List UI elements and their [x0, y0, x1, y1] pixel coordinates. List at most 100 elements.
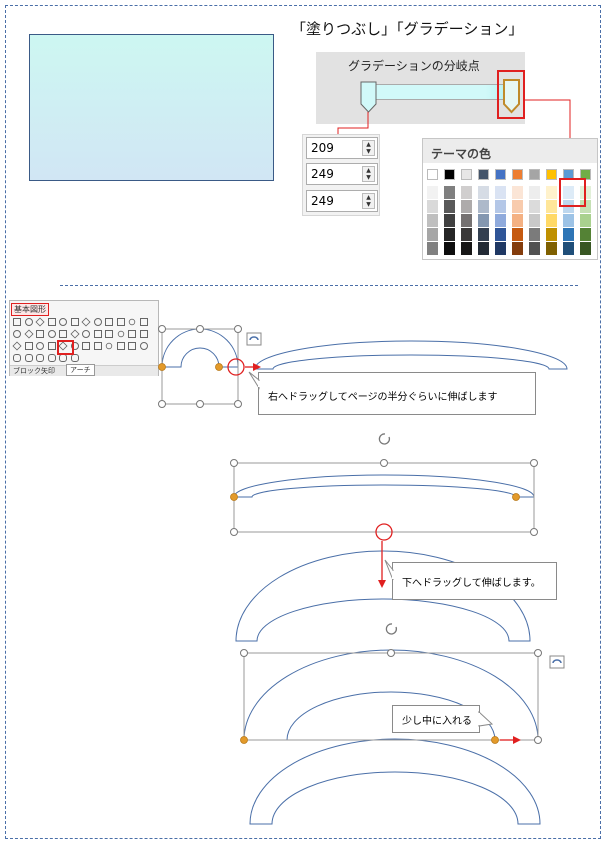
gradient-stop-right[interactable] — [503, 79, 520, 114]
shape-option-icon[interactable] — [116, 342, 125, 350]
shape-option-icon[interactable] — [139, 342, 148, 350]
sizing-handle[interactable] — [230, 528, 238, 536]
color-swatch[interactable] — [529, 200, 540, 213]
color-swatch[interactable] — [529, 214, 540, 227]
sizing-handle[interactable] — [230, 459, 238, 467]
color-swatch[interactable] — [512, 169, 523, 180]
color-swatch[interactable] — [427, 228, 438, 241]
sizing-handle[interactable] — [380, 459, 388, 467]
shape-option-icon[interactable] — [82, 342, 90, 350]
color-swatch[interactable] — [461, 228, 472, 241]
color-swatch[interactable] — [512, 186, 523, 199]
color-swatch[interactable] — [512, 214, 523, 227]
shape-option-icon[interactable] — [70, 318, 79, 326]
shape-option-icon[interactable] — [59, 318, 67, 326]
color-swatch[interactable] — [512, 242, 523, 255]
rotate-handle-icon[interactable] — [385, 623, 398, 635]
sizing-handle[interactable] — [196, 325, 204, 333]
layout-options-icon[interactable] — [549, 655, 565, 669]
color-swatch[interactable] — [580, 242, 591, 255]
shape-option-icon[interactable] — [36, 330, 44, 338]
color-swatch[interactable] — [563, 214, 574, 227]
adjust-handle[interactable] — [512, 493, 520, 501]
color-swatch[interactable] — [546, 228, 557, 241]
color-swatch[interactable] — [546, 169, 557, 180]
color-swatch[interactable] — [444, 214, 455, 227]
color-swatch[interactable] — [444, 186, 455, 199]
shape-option-icon[interactable] — [93, 318, 102, 326]
sizing-handle[interactable] — [234, 400, 242, 408]
shape-option-icon[interactable] — [13, 318, 21, 326]
shape-option-icon[interactable] — [93, 342, 102, 350]
color-swatch[interactable] — [478, 200, 489, 213]
shape-option-icon[interactable] — [36, 342, 44, 350]
shape-option-icon[interactable] — [24, 354, 33, 362]
adjust-handle[interactable] — [215, 363, 223, 371]
shape-option-icon[interactable] — [128, 330, 136, 338]
spin-arrows-icon[interactable]: ▲▼ — [362, 166, 375, 182]
color-swatch[interactable] — [563, 228, 574, 241]
color-swatch[interactable] — [478, 242, 489, 255]
shape-option-icon[interactable] — [139, 330, 148, 338]
sizing-handle[interactable] — [530, 528, 538, 536]
color-swatch[interactable] — [444, 169, 455, 180]
color-swatch[interactable] — [444, 228, 455, 241]
color-swatch[interactable] — [478, 186, 489, 199]
shape-option-icon[interactable] — [24, 318, 33, 326]
sizing-handle[interactable] — [234, 325, 242, 333]
color-swatch[interactable] — [461, 200, 472, 213]
color-swatch[interactable] — [427, 242, 438, 255]
adjust-handle[interactable] — [230, 493, 238, 501]
color-swatch[interactable] — [529, 186, 540, 199]
color-swatch[interactable] — [495, 214, 506, 227]
spin-arrows-icon[interactable]: ▲▼ — [362, 140, 375, 156]
adjust-handle[interactable] — [158, 363, 166, 371]
color-swatch[interactable] — [444, 242, 455, 255]
shape-option-icon[interactable] — [24, 342, 33, 350]
color-swatch[interactable] — [427, 200, 438, 213]
color-swatch[interactable] — [478, 228, 489, 241]
color-swatch[interactable] — [580, 228, 591, 241]
shape-option-icon[interactable] — [47, 354, 56, 362]
shape-option-icon[interactable] — [128, 342, 136, 350]
color-swatch[interactable] — [495, 228, 506, 241]
shape-option-icon[interactable] — [13, 330, 21, 338]
sizing-handle[interactable] — [158, 400, 166, 408]
color-swatch[interactable] — [563, 186, 574, 199]
color-swatch[interactable] — [563, 242, 574, 255]
color-swatch[interactable] — [529, 242, 540, 255]
shape-option-icon[interactable] — [105, 330, 113, 338]
shape-option-icon[interactable] — [93, 330, 102, 338]
adjust-handle[interactable] — [240, 736, 248, 744]
color-swatch[interactable] — [461, 186, 472, 199]
shape-option-icon[interactable] — [47, 318, 56, 326]
color-swatch[interactable] — [495, 200, 506, 213]
color-swatch[interactable] — [546, 200, 557, 213]
shape-option-icon[interactable] — [139, 318, 148, 326]
color-swatch[interactable] — [546, 242, 557, 255]
color-swatch[interactable] — [478, 214, 489, 227]
color-swatch[interactable] — [529, 228, 540, 241]
color-swatch[interactable] — [427, 214, 438, 227]
sizing-handle[interactable] — [534, 736, 542, 744]
color-swatch[interactable] — [495, 169, 506, 180]
sizing-handle[interactable] — [534, 649, 542, 657]
shape-option-icon[interactable] — [59, 330, 67, 338]
shape-option-icon[interactable] — [36, 354, 44, 362]
arch-shape-long[interactable] — [254, 340, 568, 370]
sizing-handle[interactable] — [196, 400, 204, 408]
color-swatch[interactable] — [546, 186, 557, 199]
shape-option-icon[interactable] — [47, 330, 56, 338]
green-value-spinbox[interactable]: 249 ▲▼ — [306, 163, 378, 185]
shape-option-icon[interactable] — [70, 342, 79, 350]
blue-value-spinbox[interactable]: 249 ▲▼ — [306, 190, 378, 212]
color-swatch[interactable] — [461, 242, 472, 255]
adjust-handle[interactable] — [491, 736, 499, 744]
sizing-handle[interactable] — [387, 649, 395, 657]
color-swatch[interactable] — [529, 169, 540, 180]
shape-option-icon[interactable] — [70, 354, 79, 362]
shape-option-icon[interactable] — [82, 330, 90, 338]
color-swatch[interactable] — [546, 214, 557, 227]
color-swatch[interactable] — [495, 186, 506, 199]
arch-shape-adjusting[interactable] — [243, 649, 539, 741]
